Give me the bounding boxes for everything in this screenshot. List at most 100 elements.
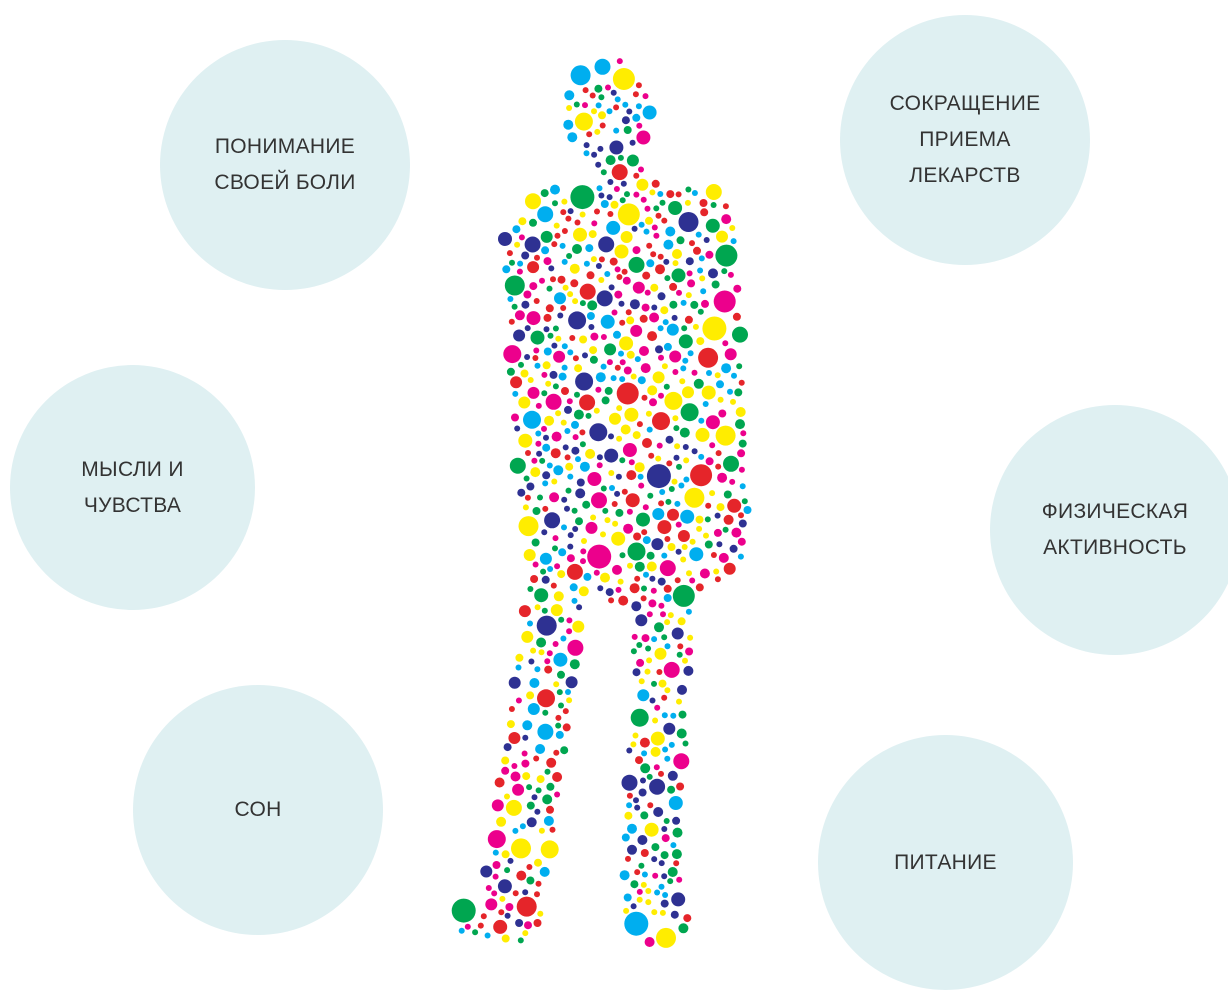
- figure-dot: [684, 488, 704, 508]
- figure-dot: [651, 843, 659, 851]
- figure-dot: [705, 541, 713, 549]
- figure-dot: [672, 479, 678, 485]
- figure-dot: [522, 720, 532, 730]
- figure-dot: [571, 65, 591, 85]
- figure-dot: [624, 191, 630, 197]
- figure-dot: [614, 186, 620, 192]
- figure-dot: [700, 208, 708, 216]
- figure-dot: [647, 611, 653, 617]
- figure-dot: [665, 643, 671, 649]
- figure-dot: [574, 392, 580, 398]
- topic-label: МЫСЛИ И ЧУВСТВА: [81, 452, 183, 524]
- figure-dot: [512, 828, 518, 834]
- figure-dot: [672, 268, 686, 282]
- figure-dot: [590, 515, 596, 521]
- figure-dot: [560, 243, 566, 249]
- figure-dot: [527, 261, 539, 273]
- figure-dot: [626, 316, 634, 324]
- figure-dot: [557, 689, 563, 695]
- figure-dot: [739, 467, 745, 473]
- figure-dot: [682, 658, 688, 664]
- figure-dot: [579, 429, 585, 435]
- figure-dot: [734, 388, 742, 396]
- figure-dot: [537, 775, 545, 783]
- figure-dot: [667, 878, 673, 884]
- figure-dot: [522, 889, 528, 895]
- figure-dot: [567, 564, 583, 580]
- figure-dot: [554, 223, 560, 229]
- figure-dot: [529, 282, 537, 290]
- figure-dot: [649, 313, 659, 323]
- figure-dot: [504, 867, 510, 873]
- figure-dot: [576, 604, 582, 610]
- figure-dot: [635, 562, 645, 572]
- figure-dot: [566, 617, 572, 623]
- figure-dot: [655, 648, 667, 660]
- figure-dot: [586, 413, 592, 419]
- figure-dot: [505, 276, 525, 296]
- figure-dot: [701, 300, 709, 308]
- figure-dot: [643, 504, 649, 510]
- figure-dot: [706, 457, 714, 465]
- figure-dot: [665, 227, 675, 237]
- figure-dot: [567, 640, 583, 656]
- figure-dot: [622, 489, 628, 495]
- figure-dot: [605, 517, 611, 523]
- figure-dot: [669, 742, 675, 748]
- figure-dot: [566, 253, 572, 259]
- figure-dot: [607, 179, 613, 185]
- figure-dot: [640, 811, 648, 819]
- figure-dot: [698, 348, 718, 368]
- figure-dot: [550, 827, 556, 833]
- figure-dot: [560, 636, 566, 642]
- figure-dot: [657, 443, 663, 449]
- figure-dot: [689, 240, 695, 246]
- figure-dot: [608, 597, 614, 603]
- figure-dot: [546, 394, 562, 410]
- figure-dot: [565, 454, 571, 460]
- figure-dot: [664, 392, 682, 410]
- figure-dot: [623, 443, 637, 457]
- figure-dot: [635, 356, 641, 362]
- figure-dot: [608, 470, 614, 476]
- figure-dot: [568, 532, 574, 538]
- figure-dot: [537, 911, 543, 917]
- figure-dot: [666, 460, 672, 466]
- figure-dot: [513, 890, 519, 896]
- figure-dot: [651, 305, 657, 311]
- figure-dot: [575, 220, 581, 226]
- figure-dot: [619, 336, 633, 350]
- figure-dot: [612, 521, 618, 527]
- figure-dot: [664, 662, 680, 678]
- figure-dot: [664, 818, 670, 824]
- figure-dot: [647, 331, 657, 341]
- figure-dot: [680, 510, 694, 524]
- figure-dot: [556, 731, 564, 739]
- figure-dot: [655, 345, 663, 353]
- figure-dot: [705, 503, 711, 509]
- figure-dot: [637, 897, 643, 903]
- figure-dot: [551, 241, 557, 247]
- figure-dot: [638, 863, 644, 869]
- figure-dot: [606, 221, 620, 235]
- figure-dot: [612, 565, 622, 575]
- figure-dot: [721, 363, 731, 373]
- figure-dot: [613, 104, 619, 110]
- figure-dot: [604, 449, 618, 463]
- figure-dot: [561, 524, 567, 530]
- figure-dot: [633, 192, 639, 198]
- figure-dot: [541, 529, 547, 535]
- figure-dot: [601, 364, 607, 370]
- figure-dot: [601, 169, 607, 175]
- figure-dot: [698, 454, 704, 460]
- figure-dot: [619, 301, 625, 307]
- figure-dot: [612, 310, 618, 316]
- figure-dot: [678, 617, 686, 625]
- figure-dot: [637, 835, 647, 845]
- figure-dot: [507, 296, 513, 302]
- figure-dot: [664, 275, 670, 281]
- figure-dot: [526, 483, 534, 491]
- figure-dot: [553, 465, 563, 475]
- figure-dot: [664, 594, 672, 602]
- figure-dot: [716, 426, 736, 446]
